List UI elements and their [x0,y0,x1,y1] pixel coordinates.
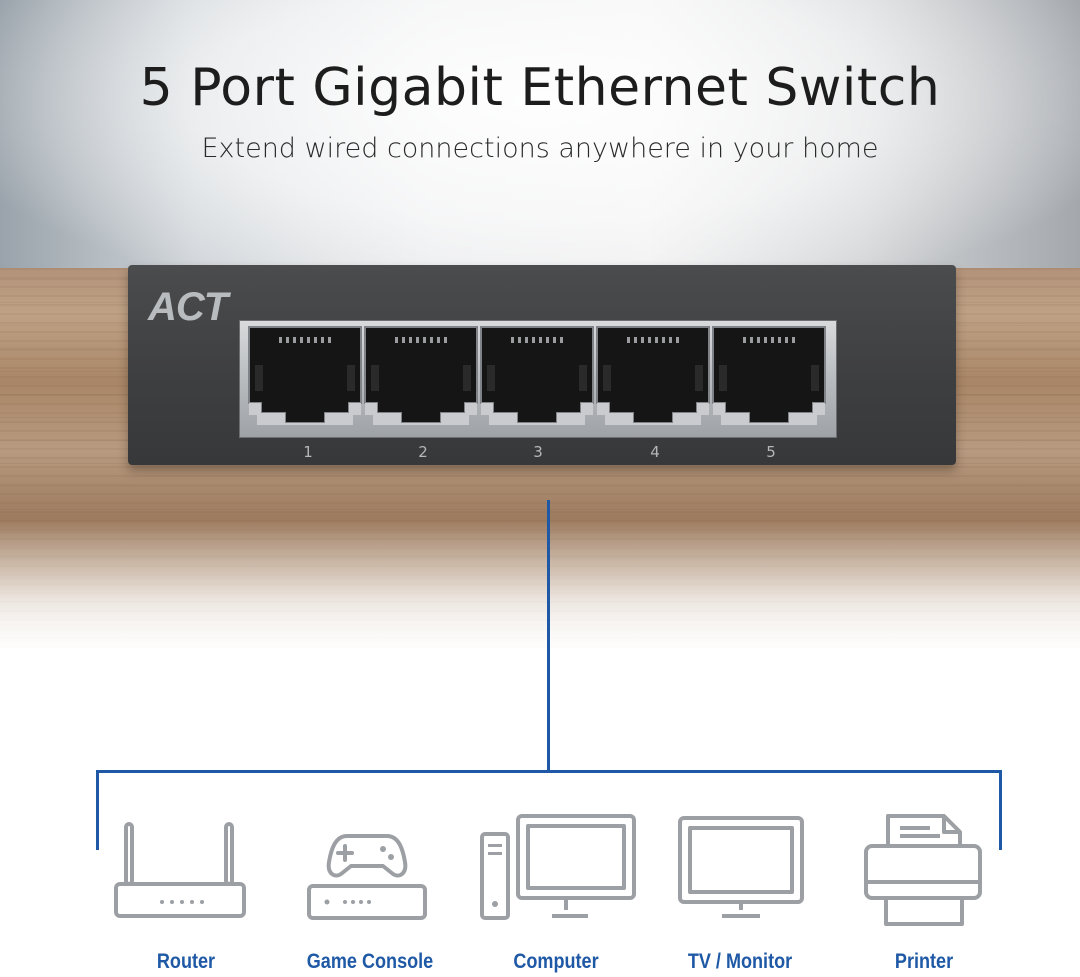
device-list: Router Game Console Computer TV / Monito… [0,800,1080,977]
port-number-2: 2 [418,443,428,461]
router-icon [114,822,246,918]
device-label-printer: Printer [894,950,954,973]
game-console-icon [307,834,427,920]
background-blur [0,0,1080,290]
ports-svg [248,326,826,425]
port-number-5: 5 [766,443,776,461]
connector-line-horizontal [96,770,1002,773]
connector-line-vertical [547,500,550,773]
tv-monitor-icon [678,816,804,918]
connector-line-left [96,770,99,850]
port-number-1: 1 [303,443,313,461]
ethernet-port-5 [712,326,826,425]
ethernet-port-4 [596,326,710,425]
ethernet-port-3 [480,326,594,425]
ethernet-switch: ACT 1 2 3 4 5 [128,265,956,465]
port-number-3: 3 [533,443,543,461]
ethernet-port-1 [248,326,362,425]
device-label-router: Router [156,950,216,973]
device-label-tv-monitor: TV / Monitor [687,950,793,973]
device-label-game-console: Game Console [306,950,434,973]
computer-icon [480,814,636,920]
shelf-fade [0,520,1080,660]
device-label-computer: Computer [513,950,599,973]
page-subtitle: Extend wired connections anywhere in you… [201,133,879,164]
printer-icon [864,814,982,926]
port-number-4: 4 [650,443,660,461]
connector-line-right [999,770,1002,850]
port-panel [239,320,837,438]
page-title: 5 Port Gigabit Ethernet Switch [139,58,941,118]
ethernet-port-2 [364,326,478,425]
brand-logo: ACT [148,285,228,329]
